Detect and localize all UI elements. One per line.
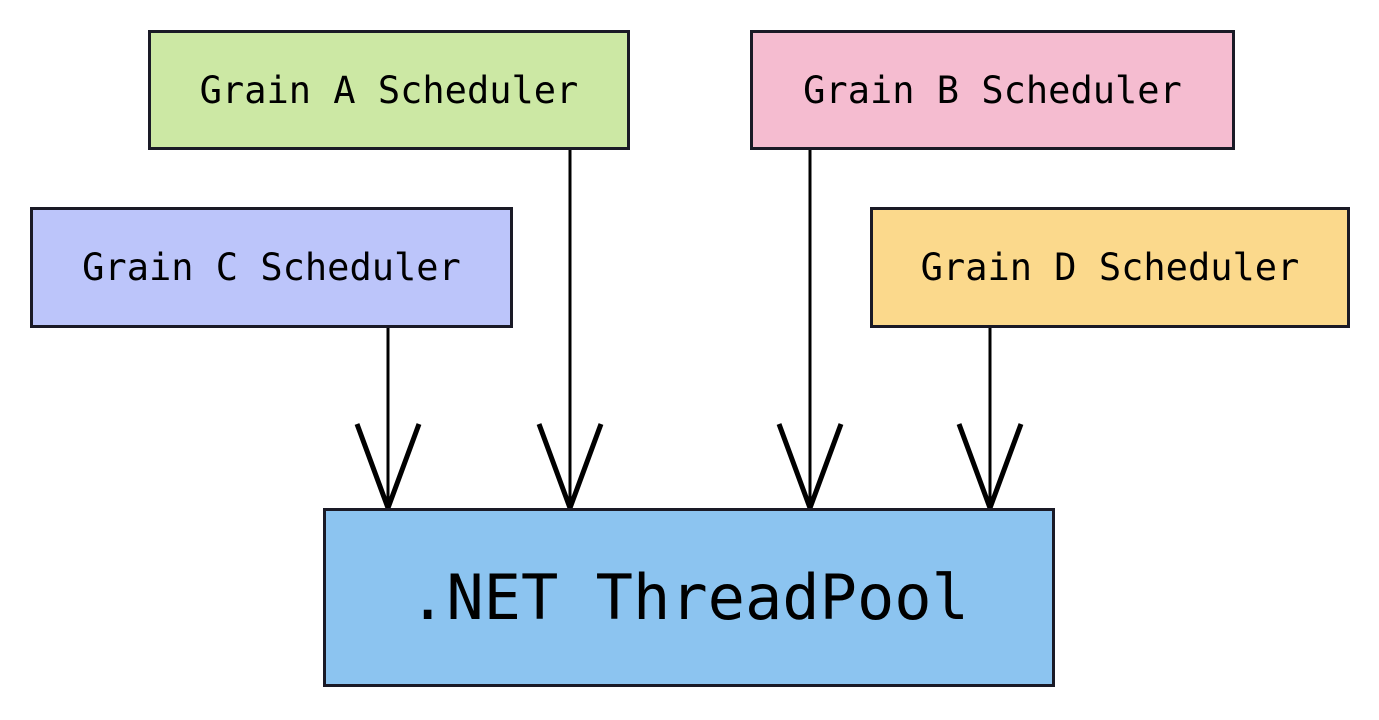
edge-grain-d-to-threadpool-arrowhead bbox=[956, 423, 1024, 516]
edge-grain-b-to-threadpool bbox=[776, 150, 844, 516]
node-grain-d-scheduler[interactable]: Grain D Scheduler bbox=[870, 207, 1350, 328]
node-label-grain-d-scheduler: Grain D Scheduler bbox=[920, 246, 1300, 289]
node-label-dotnet-threadpool: .NET ThreadPool bbox=[409, 560, 969, 634]
edge-grain-b-to-threadpool-arrowhead bbox=[776, 423, 844, 516]
node-grain-b-scheduler[interactable]: Grain B Scheduler bbox=[750, 30, 1235, 150]
node-grain-c-scheduler[interactable]: Grain C Scheduler bbox=[30, 207, 513, 328]
edge-grain-c-to-threadpool bbox=[354, 328, 422, 516]
edge-grain-d-to-threadpool bbox=[956, 328, 1024, 516]
node-grain-a-scheduler[interactable]: Grain A Scheduler bbox=[148, 30, 630, 150]
node-label-grain-a-scheduler: Grain A Scheduler bbox=[199, 68, 579, 112]
edge-grain-a-to-threadpool-arrowhead bbox=[536, 423, 604, 516]
edge-grain-c-to-threadpool-arrowhead bbox=[354, 423, 422, 516]
node-dotnet-threadpool[interactable]: .NET ThreadPool bbox=[323, 508, 1055, 687]
node-label-grain-b-scheduler: Grain B Scheduler bbox=[803, 68, 1182, 112]
edge-grain-a-to-threadpool bbox=[536, 150, 604, 516]
node-label-grain-c-scheduler: Grain C Scheduler bbox=[82, 246, 461, 289]
